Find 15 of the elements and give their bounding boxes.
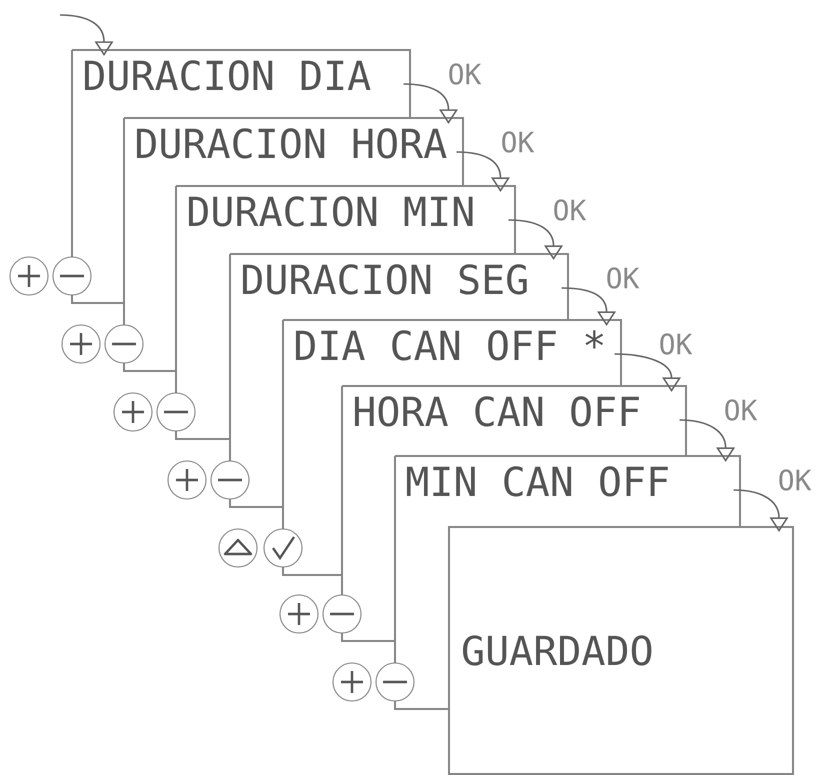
edge-label: OK bbox=[776, 468, 813, 492]
edge-label: OK bbox=[551, 198, 588, 222]
edge-label: OK bbox=[446, 62, 483, 86]
lcd-screen: DURACION HORA bbox=[124, 117, 464, 186]
lcd-screen: DURACION DIA bbox=[72, 49, 411, 118]
edge-label: OK bbox=[657, 332, 694, 356]
edge-label: OK bbox=[604, 266, 641, 290]
lcd-screen: DURACION SEG bbox=[230, 253, 569, 320]
edge-label: OK bbox=[499, 130, 536, 154]
lcd-screen: DURACION MIN bbox=[176, 185, 516, 254]
lcd-screen: GUARDADO bbox=[448, 526, 794, 775]
lcd-screen: MIN CAN OFF bbox=[395, 455, 741, 526]
edge-label: OK bbox=[722, 398, 759, 422]
lcd-screen: HORA CAN OFF bbox=[342, 385, 687, 456]
lcd-screen: DIA CAN OFF * bbox=[283, 319, 622, 386]
